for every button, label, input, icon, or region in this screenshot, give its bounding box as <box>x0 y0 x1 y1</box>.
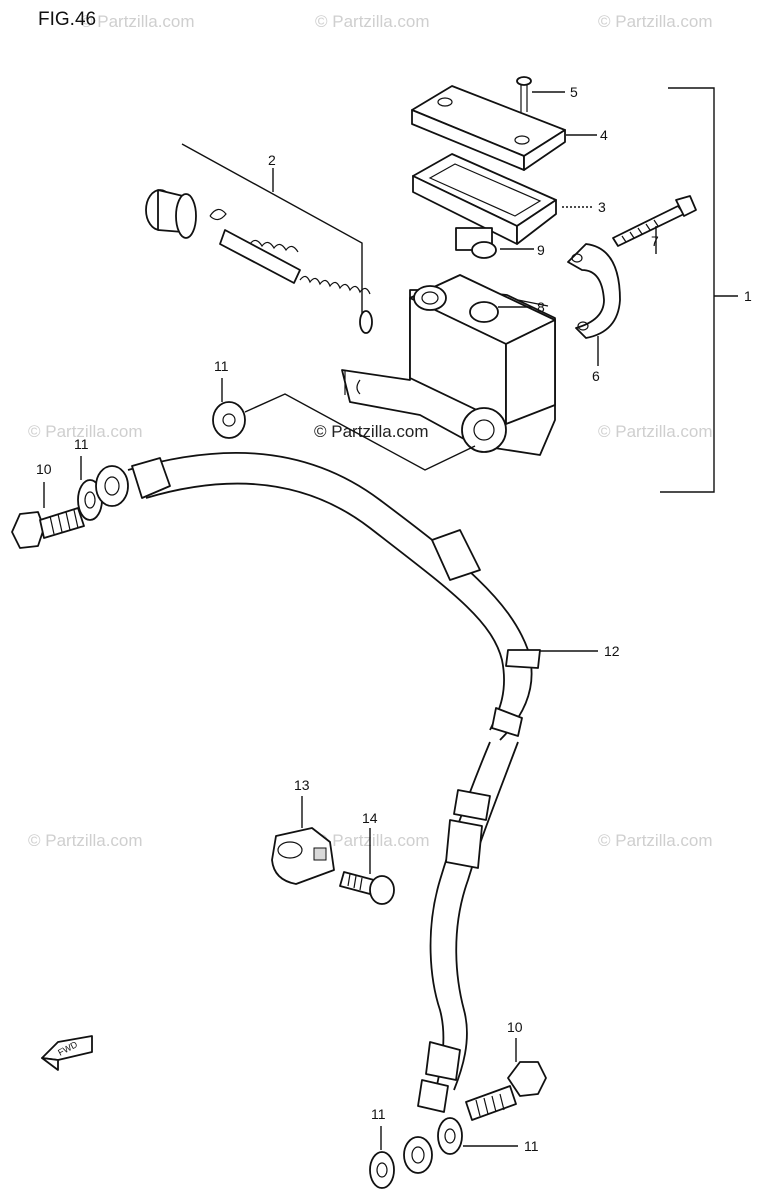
callout-6: 6 <box>592 368 600 384</box>
fwd-arrow-icon: FWD <box>41 1035 93 1071</box>
watermark-mid-left: © Partzilla.com <box>28 422 143 441</box>
callout-4: 4 <box>600 127 608 143</box>
union-bolt-upper <box>11 482 85 549</box>
clamp-bolt <box>612 195 697 254</box>
callout-7: 7 <box>651 233 659 249</box>
callout-9: 9 <box>537 242 545 258</box>
callout-14: 14 <box>362 810 378 826</box>
watermark-top-left: © Partzilla.com <box>80 12 195 31</box>
watermark-lower-right: © Partzilla.com <box>598 831 713 850</box>
watermark-lower-left: © Partzilla.com <box>28 831 143 850</box>
callout-11-left: 11 <box>74 436 89 452</box>
callout-13: 13 <box>294 777 310 793</box>
brake-hose <box>127 451 598 1113</box>
clamp-screw <box>339 828 395 905</box>
watermark-top-center: © Partzilla.com <box>315 12 430 31</box>
watermark-lower-center: © Partzilla.com <box>315 831 430 850</box>
figure-title: FIG.46 <box>38 9 96 30</box>
callout-10-lower: 10 <box>507 1019 523 1035</box>
callout-3: 3 <box>598 199 606 215</box>
callout-2: 2 <box>268 152 276 168</box>
callout-11-lower-right: 11 <box>524 1138 539 1154</box>
reservoir-cap-screw <box>516 76 565 112</box>
reservoir-cap <box>411 85 597 171</box>
master-cylinder-body <box>341 274 556 456</box>
piston-set <box>145 143 373 334</box>
o-ring <box>471 241 534 259</box>
hose-clamp <box>271 796 335 885</box>
handlebar-clamp <box>567 243 621 366</box>
banjo-fitting-lower <box>403 1136 433 1174</box>
watermark-center: © Partzilla.com <box>314 422 429 441</box>
callout-1: 1 <box>744 288 752 304</box>
callout-11-lower-left: 11 <box>371 1106 386 1122</box>
assembly-bracket-1 <box>660 87 738 493</box>
callout-11-upper: 11 <box>214 358 229 374</box>
union-bolt-lower <box>465 1038 547 1121</box>
banjo-fitting-upper <box>95 465 129 507</box>
callout-5: 5 <box>570 84 578 100</box>
watermark-mid-right: © Partzilla.com <box>598 422 713 441</box>
washer-lower-right <box>437 1117 518 1155</box>
washer-lower-left <box>369 1126 395 1189</box>
callout-12: 12 <box>604 643 620 659</box>
callout-10-upper: 10 <box>36 461 52 477</box>
reservoir-diaphragm <box>412 153 593 251</box>
watermark-top-right: © Partzilla.com <box>598 12 713 31</box>
callout-8: 8 <box>537 299 545 315</box>
washer-upper <box>212 378 476 471</box>
